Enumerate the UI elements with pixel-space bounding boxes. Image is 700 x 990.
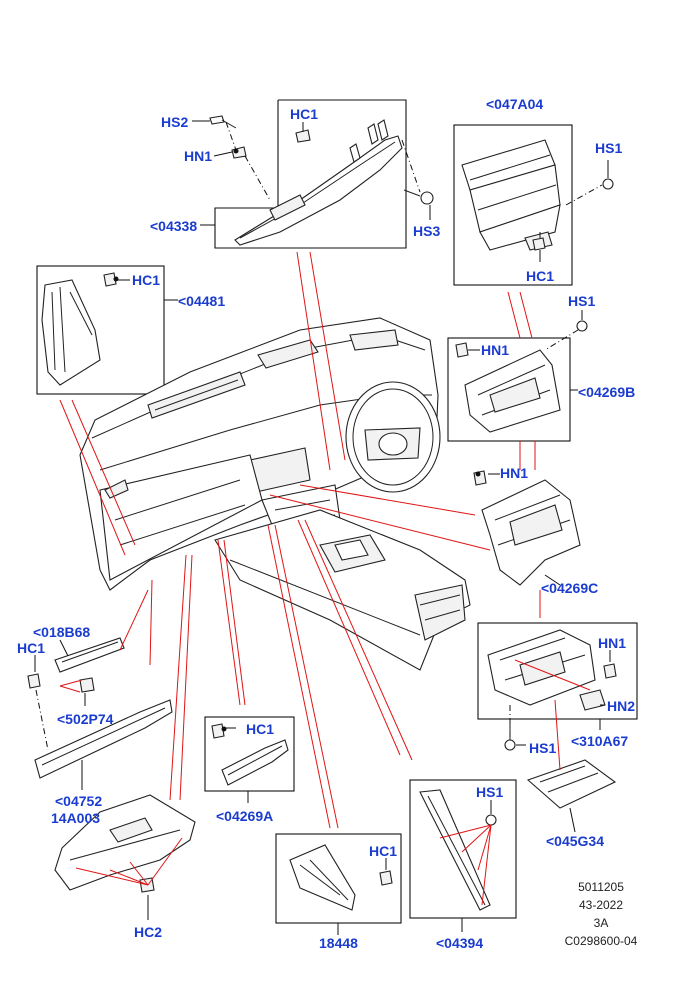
label-part-04752[interactable]: <04752 — [55, 793, 103, 809]
part-047a04-bracket — [461, 139, 561, 251]
label-hs2-top[interactable]: HS2 — [161, 114, 189, 130]
frame-04269a — [204, 716, 295, 792]
label-hn1-04269c[interactable]: HN1 — [500, 465, 529, 481]
label-hc1-047a04[interactable]: HC1 — [526, 268, 555, 284]
label-hs1-04394[interactable]: HS1 — [476, 784, 504, 800]
label-hc1-04481[interactable]: HC1 — [132, 272, 161, 288]
label-hn1-310a67[interactable]: HN1 — [598, 635, 627, 651]
frame-04394 — [409, 779, 517, 919]
label-part-04394[interactable]: <04394 — [436, 935, 484, 951]
fastener-hn1-04269b — [455, 342, 469, 358]
part-04269a-trim — [221, 739, 289, 786]
reference-line-3: 3A — [593, 916, 609, 930]
part-04481-end-cap — [41, 279, 101, 386]
label-hc1-top[interactable]: HC1 — [290, 106, 319, 122]
label-hn1-top[interactable]: HN1 — [184, 148, 213, 164]
label-part-04269b[interactable]: <04269B — [578, 384, 636, 400]
label-hc2[interactable]: HC2 — [134, 924, 163, 940]
reference-block: 5011205 43-2022 3A C0298600-04 — [546, 880, 656, 949]
label-hn1-04269b[interactable]: HN1 — [481, 342, 510, 358]
fastener-hc1-top — [295, 129, 311, 143]
label-hc1-04269a[interactable]: HC1 — [246, 721, 275, 737]
part-310a67-tray — [487, 629, 606, 711]
fastener-hc1-04269a — [211, 723, 225, 739]
label-part-018b68[interactable]: <018B68 — [33, 624, 91, 640]
frame-04338 — [214, 99, 407, 249]
frame-047a04 — [453, 124, 573, 286]
label-part-310a67[interactable]: <310A67 — [571, 733, 629, 749]
dashboard-assembly — [79, 317, 471, 671]
label-part-18448[interactable]: 18448 — [319, 935, 358, 951]
reference-line-1: 5011205 — [578, 880, 624, 894]
label-part-04269a[interactable]: <04269A — [216, 808, 274, 824]
screw-hs3 — [403, 189, 434, 205]
part-14a003-insulator — [54, 794, 196, 891]
fastener-hc1-04481 — [103, 272, 117, 287]
part-04338-panel — [234, 119, 403, 246]
label-hs1-310a67[interactable]: HS1 — [529, 740, 557, 756]
part-04269b-bracket — [464, 349, 561, 433]
fastener-hc1-18448 — [379, 870, 393, 886]
label-part-047a04[interactable]: <047A04 — [486, 96, 544, 112]
frame-04481 — [36, 265, 165, 395]
part-04394-trim — [419, 789, 491, 911]
fastener-hn1-310a67 — [603, 663, 617, 679]
fastener-hc1-left — [27, 673, 41, 689]
reference-line-2: 43-2022 — [578, 898, 624, 912]
leader-lines — [34, 120, 611, 935]
part-18448-panel — [289, 844, 356, 911]
fastener-hs1-04394 — [485, 814, 497, 826]
part-018b68-strip — [54, 637, 125, 673]
label-hc1-left[interactable]: HC1 — [17, 640, 46, 656]
label-part-04269c[interactable]: <04269C — [541, 580, 599, 596]
part-045g34-mat — [526, 759, 617, 809]
reference-lines-red — [59, 251, 591, 906]
label-part-502p74[interactable]: <502P74 — [57, 711, 114, 727]
label-hs3[interactable]: HS3 — [413, 223, 441, 239]
label-hc1-18448[interactable]: HC1 — [369, 843, 398, 859]
reference-line-4: C0298600-04 — [564, 934, 638, 948]
label-part-04338[interactable]: <04338 — [150, 218, 198, 234]
fastener-hs1-04269b — [576, 320, 588, 332]
part-04269c-bracket — [481, 479, 581, 586]
label-hn2-310a67[interactable]: HN2 — [607, 698, 636, 714]
label-part-045g34[interactable]: <045G34 — [546, 833, 604, 849]
fastener-hs2 — [209, 115, 237, 129]
label-part-04481[interactable]: <04481 — [178, 293, 226, 309]
frame-310a67 — [477, 622, 638, 720]
label-part-14a003[interactable]: 14A003 — [51, 810, 101, 826]
label-hs1-04269b[interactable]: HS1 — [568, 293, 596, 309]
part-04752-trim — [34, 699, 173, 779]
fastener-502p74 — [79, 677, 95, 693]
label-hs1-right-top[interactable]: HS1 — [595, 140, 623, 156]
fastener-hs1-047a04 — [602, 178, 614, 190]
fastener-hc1-047a04 — [532, 237, 546, 251]
